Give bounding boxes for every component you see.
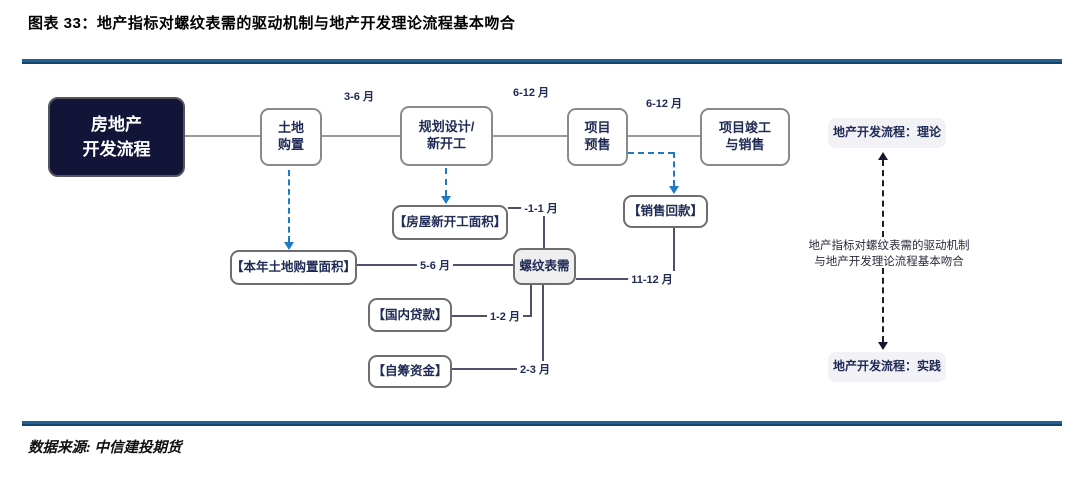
node-land-purchase: 土地 购置 [260, 108, 322, 166]
node-planning-new-start: 规划设计/ 新开工 [400, 106, 493, 166]
lag-label-domloans-rebar: 1-2 月 [487, 308, 523, 324]
bottom-rule-divider [22, 421, 1062, 426]
connector-newstart-rebar-v [543, 207, 545, 249]
node-self-raised-funds: 【自筹资金】 [368, 355, 452, 388]
dashed-line-presale-elbow-h [628, 152, 674, 154]
dashed-line-theory-note [882, 160, 884, 237]
node-label: 购置 [277, 137, 304, 152]
node-label: 【房屋新开工面积】 [393, 215, 507, 230]
node-practice: 地产开发流程：实践 [828, 352, 946, 382]
connector-presale-completion [628, 135, 700, 137]
connector-plan-presale [493, 135, 567, 137]
lag-label-rebar-salescollection: 11-12 月 [628, 271, 676, 287]
node-label: 房地产 [91, 114, 142, 134]
node-label: 项目 [584, 120, 611, 136]
arrow-down-icon [441, 196, 451, 204]
arrow-down-icon [878, 342, 888, 350]
dashed-line-presale-elbow-v [673, 152, 675, 186]
node-label: 项目竣工 [718, 120, 771, 136]
lag-label-newstart-rebar: -1-1 月 [521, 200, 561, 216]
node-theory: 地产开发流程：理论 [828, 118, 946, 148]
node-domestic-loans: 【国内贷款】 [368, 298, 452, 332]
node-project-presale: 项目 预售 [567, 108, 628, 166]
node-label: 新开工 [426, 136, 466, 151]
node-label: 地产开发流程：理论 [832, 125, 941, 140]
connector-root-land [185, 135, 260, 137]
node-land-purchase-area: 【本年土地购置面积】 [230, 250, 357, 285]
node-label: 开发流程 [82, 140, 151, 159]
note-line: 地产指标对螺纹表需的驱动机制 [808, 240, 970, 252]
node-label: 地产开发流程：实践 [832, 359, 941, 374]
dashed-line-plan-to-newstart [445, 168, 447, 196]
connector-domloans-rebar-v [530, 285, 532, 317]
lag-label-selffund-rebar: 2-3 月 [517, 361, 553, 377]
node-label: 螺纹表需 [519, 259, 570, 274]
lag-label-land-plan: 3-6 月 [344, 91, 374, 103]
figure-title: 图表 33：地产指标对螺纹表需的驱动机制与地产开发理论流程基本吻合 [28, 15, 516, 32]
node-sales-collection: 【销售回款】 [623, 195, 708, 228]
connector-rebar-salescollection-h [576, 278, 675, 280]
connector-salescollection-v [673, 228, 675, 280]
node-real-estate-development-process: 房地产 开发流程 [48, 97, 185, 177]
arrow-down-icon [669, 186, 679, 194]
node-new-start-area: 【房屋新开工面积】 [392, 205, 508, 240]
node-label: 与销售 [725, 137, 765, 152]
node-label: 土地 [277, 120, 304, 136]
note-line: 与地产开发理论流程基本吻合 [814, 255, 964, 268]
dashed-line-land-to-landarea [288, 170, 290, 242]
node-completion-sales: 项目竣工 与销售 [700, 108, 790, 166]
node-label: 【销售回款】 [627, 204, 703, 219]
arrow-down-icon [284, 242, 294, 250]
data-source: 数据来源: 中信建投期货 [28, 440, 182, 456]
node-label: 【本年土地购置面积】 [231, 260, 357, 275]
connector-selffund-rebar-v [542, 285, 544, 370]
arrow-up-icon [878, 152, 888, 160]
lag-label-plan-presale: 6-12 月 [512, 87, 550, 99]
connector-selffund-rebar-h [452, 368, 544, 370]
connector-land-plan [322, 135, 400, 137]
node-label: 预售 [584, 137, 611, 152]
node-label: 【自筹资金】 [372, 364, 448, 379]
node-rebar-demand: 螺纹表需 [513, 248, 576, 285]
node-label: 【国内贷款】 [372, 307, 448, 322]
lag-label-landarea-rebar: 5-6 月 [417, 257, 453, 273]
dashed-line-note-practice [882, 268, 884, 342]
lag-label-presale-completion: 6-12 月 [645, 98, 683, 110]
node-label: 规划设计/ [418, 119, 475, 135]
comparison-note: 地产指标对螺纹表需的驱动机制 与地产开发理论流程基本吻合 [809, 239, 970, 270]
top-rule-divider [22, 59, 1062, 64]
